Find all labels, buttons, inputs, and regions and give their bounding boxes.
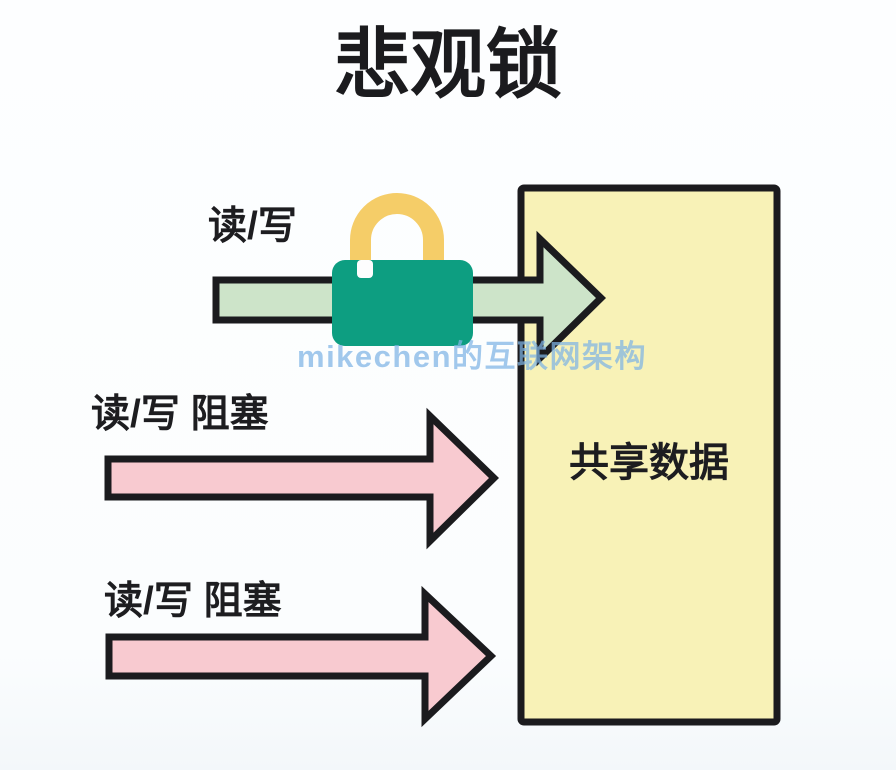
blocked-arrow-1 (104, 407, 500, 550)
padlock-icon (332, 193, 473, 346)
blocked-arrow-2 (105, 585, 497, 728)
lock-shackle-icon (350, 193, 444, 272)
page-title: 悲观锁 (334, 23, 562, 108)
shared-data-label: 共享数据 (569, 441, 729, 485)
lock-keyhole-notch (357, 260, 373, 278)
blocked-label-2: 读/写 阻塞 (104, 580, 282, 623)
shared-data-box (517, 184, 781, 726)
blocked-label-1: 读/写 阻塞 (91, 393, 269, 436)
lock-body-icon (332, 260, 473, 346)
read-write-label: 读/写 (208, 205, 297, 248)
